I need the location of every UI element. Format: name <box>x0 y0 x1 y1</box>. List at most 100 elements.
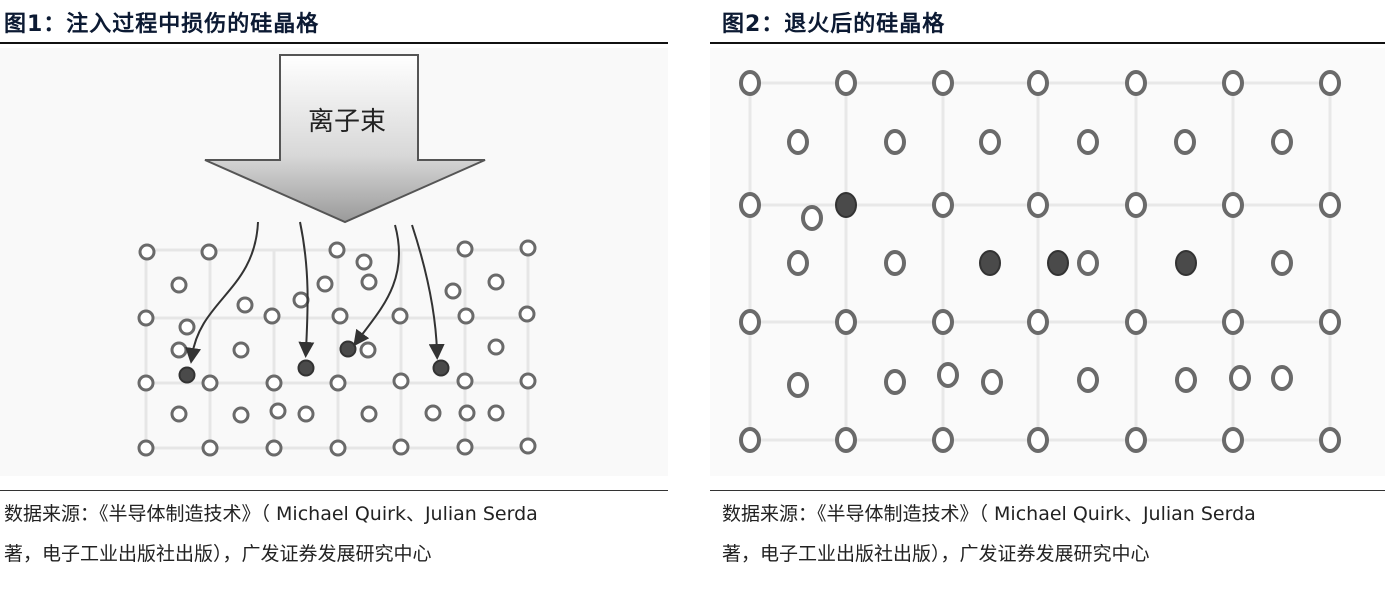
silicon-atom <box>360 273 378 291</box>
silicon-atom <box>1125 427 1147 453</box>
silicon-atom <box>937 362 959 388</box>
implanted-ion <box>297 359 315 377</box>
silicon-atom <box>1125 192 1147 218</box>
figure2-source-line2: 著，电子工业出版社出版），广发证券发展研究中心 <box>722 543 1150 565</box>
silicon-atom <box>932 309 954 335</box>
silicon-atom <box>331 307 349 325</box>
silicon-atom <box>269 402 287 420</box>
ion-beam-arrow <box>204 54 486 224</box>
silicon-atom <box>1222 309 1244 335</box>
silicon-atom <box>292 291 310 309</box>
silicon-atom <box>1125 70 1147 96</box>
silicon-atom <box>1271 129 1293 155</box>
silicon-atom <box>519 437 537 455</box>
figure1-source-line1: 数据来源：《半导体制造技术》（ Michael Quirk、Julian Ser… <box>4 503 538 525</box>
silicon-atom <box>884 250 906 276</box>
silicon-atom <box>835 70 857 96</box>
silicon-atom <box>456 372 474 390</box>
silicon-atom <box>1222 427 1244 453</box>
dopant-atom <box>1175 250 1197 276</box>
silicon-atom <box>739 427 761 453</box>
silicon-atom <box>787 250 809 276</box>
silicon-atom <box>932 70 954 96</box>
silicon-atom <box>359 341 377 359</box>
silicon-atom <box>1229 365 1251 391</box>
silicon-atom <box>329 374 347 392</box>
silicon-atom <box>884 129 906 155</box>
silicon-atom <box>232 406 250 424</box>
silicon-atom <box>487 404 505 422</box>
silicon-atom <box>1175 367 1197 393</box>
silicon-atom <box>424 404 442 422</box>
silicon-atom <box>391 307 409 325</box>
silicon-atom <box>458 404 476 422</box>
ion-trajectory-arrow <box>185 221 259 364</box>
figure1-source-line2: 著，电子工业出版社出版），广发证券发展研究中心 <box>4 543 432 565</box>
silicon-atom <box>392 372 410 390</box>
silicon-atom <box>444 282 462 300</box>
silicon-atom <box>137 309 155 327</box>
silicon-atom <box>456 438 474 456</box>
silicon-atom <box>170 341 188 359</box>
silicon-atom <box>519 239 537 257</box>
silicon-atom <box>200 243 218 261</box>
silicon-atom <box>170 276 188 294</box>
silicon-atom <box>1077 367 1099 393</box>
silicon-atom <box>138 243 156 261</box>
silicon-atom <box>1222 70 1244 96</box>
silicon-atom <box>236 296 254 314</box>
silicon-atom <box>137 439 155 457</box>
silicon-atom <box>1319 70 1341 96</box>
dopant-atom <box>1047 250 1069 276</box>
ion-trajectory-arrow <box>298 221 315 358</box>
silicon-atom <box>1271 250 1293 276</box>
silicon-atom <box>884 369 906 395</box>
silicon-atom <box>265 374 283 392</box>
silicon-atom <box>487 338 505 356</box>
silicon-atom <box>1319 427 1341 453</box>
implanted-ion <box>339 340 357 358</box>
figure1-title: 图1：注入过程中损伤的硅晶格 <box>4 12 320 37</box>
silicon-atom <box>932 427 954 453</box>
silicon-atom <box>518 305 536 323</box>
silicon-atom <box>835 309 857 335</box>
silicon-atom <box>519 372 537 390</box>
dopant-atom <box>835 192 857 218</box>
silicon-atom <box>979 129 1001 155</box>
silicon-atom <box>981 369 1003 395</box>
silicon-atom <box>1319 309 1341 335</box>
figure2-source-line1: 数据来源：《半导体制造技术》（ Michael Quirk、Julian Ser… <box>722 503 1256 525</box>
silicon-atom <box>932 192 954 218</box>
silicon-atom <box>456 240 474 258</box>
figure2-source: 数据来源：《半导体制造技术》（ Michael Quirk、Julian Ser… <box>722 494 1382 574</box>
silicon-atom <box>1222 192 1244 218</box>
silicon-atom <box>1174 129 1196 155</box>
figure1-source: 数据来源：《半导体制造技术》（ Michael Quirk、Julian Ser… <box>4 494 664 574</box>
figure1-lattice <box>137 221 537 457</box>
silicon-atom <box>1027 309 1049 335</box>
figure2-title: 图2：退火后的硅晶格 <box>722 12 946 37</box>
figure2-rule <box>710 42 1385 44</box>
silicon-atom <box>263 307 281 325</box>
implanted-ion <box>432 359 450 377</box>
silicon-atom <box>232 341 250 359</box>
silicon-atom <box>201 374 219 392</box>
silicon-atom <box>739 309 761 335</box>
silicon-atom <box>1027 192 1049 218</box>
silicon-atom <box>1319 192 1341 218</box>
silicon-atom <box>787 129 809 155</box>
ion-trajectory-arrow <box>411 224 445 360</box>
figure2-source-rule <box>710 490 1385 491</box>
silicon-atom <box>1027 427 1049 453</box>
silicon-atom <box>329 439 347 457</box>
silicon-atom <box>1077 129 1099 155</box>
implanted-ion <box>178 366 196 384</box>
silicon-atom <box>360 405 378 423</box>
silicon-atom <box>316 275 334 293</box>
silicon-atom <box>137 374 155 392</box>
silicon-atom <box>1027 70 1049 96</box>
figure1-rule <box>0 42 668 44</box>
silicon-atom <box>835 427 857 453</box>
silicon-atom <box>297 405 315 423</box>
silicon-atom <box>739 70 761 96</box>
